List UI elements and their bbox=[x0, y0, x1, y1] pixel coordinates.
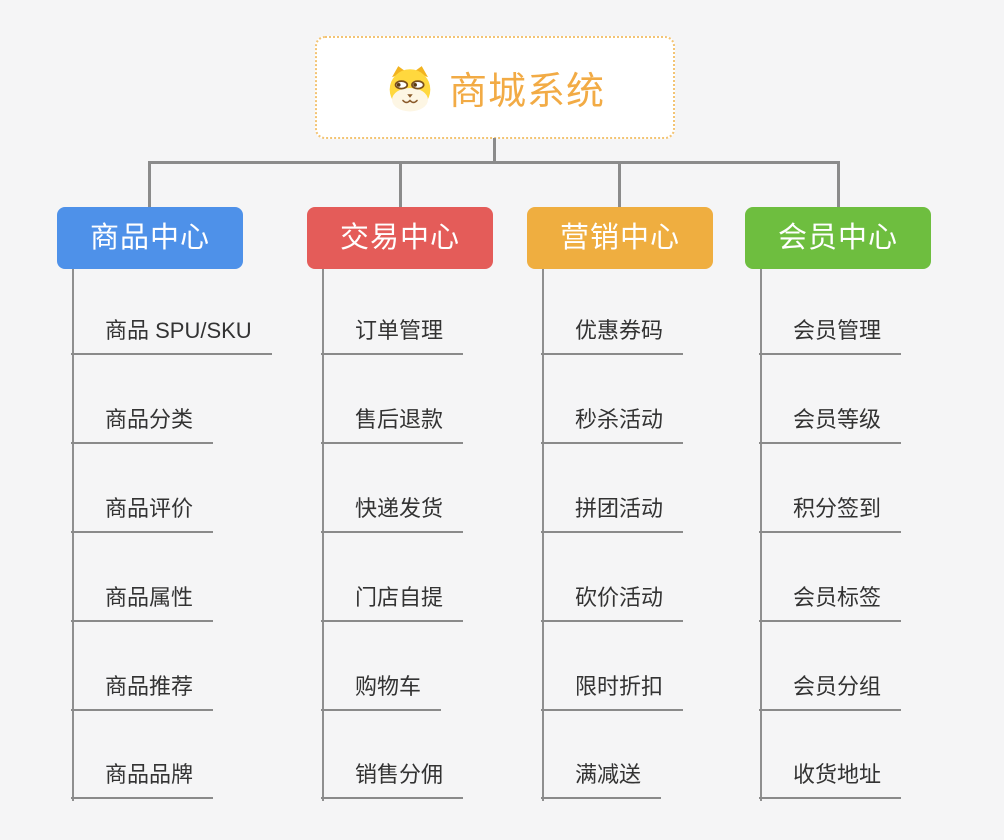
leaf-topic[interactable]: 限时折扣 bbox=[541, 673, 684, 711]
leaf-topic[interactable]: 收货地址 bbox=[759, 761, 902, 799]
connector-trunk-marketing bbox=[542, 269, 544, 801]
connector-drop-products bbox=[148, 161, 151, 208]
leaf-topic[interactable]: 优惠券码 bbox=[541, 317, 684, 355]
connector-trunk-products bbox=[72, 269, 74, 801]
branch-topic-products[interactable]: 商品中心 bbox=[57, 207, 243, 269]
leaf-topic[interactable]: 商品评价 bbox=[71, 495, 214, 533]
leaf-topic[interactable]: 商品属性 bbox=[71, 584, 214, 622]
branch-topic-marketing[interactable]: 营销中心 bbox=[527, 207, 713, 269]
root-topic-label: 商城系统 bbox=[448, 71, 605, 113]
leaf-topic[interactable]: 销售分佣 bbox=[321, 761, 464, 799]
leaf-topic[interactable]: 门店自提 bbox=[321, 584, 464, 622]
leaf-topic[interactable]: 会员分组 bbox=[759, 673, 902, 711]
leaf-topic[interactable]: 会员标签 bbox=[759, 584, 902, 622]
leaf-topic[interactable]: 购物车 bbox=[321, 673, 442, 711]
connector-drop-trade bbox=[399, 161, 402, 208]
connector-drop-members bbox=[837, 161, 840, 208]
leaf-topic[interactable]: 满减送 bbox=[541, 761, 662, 799]
leaf-topic[interactable]: 砍价活动 bbox=[541, 584, 684, 622]
connector-trunk-trade bbox=[322, 269, 324, 801]
leaf-topic[interactable]: 商品分类 bbox=[71, 406, 214, 444]
leaf-topic[interactable]: 积分签到 bbox=[759, 495, 902, 533]
leaf-topic[interactable]: 会员管理 bbox=[759, 317, 902, 355]
leaf-topic[interactable]: 商品推荐 bbox=[71, 673, 214, 711]
leaf-topic[interactable]: 秒杀活动 bbox=[541, 406, 684, 444]
leaf-topic[interactable]: 快递发货 bbox=[321, 495, 464, 533]
leaf-topic[interactable]: 商品 SPU/SKU bbox=[71, 317, 272, 355]
leaf-topic[interactable]: 会员等级 bbox=[759, 406, 902, 444]
dog-face-icon bbox=[385, 64, 435, 112]
branch-topic-trade[interactable]: 交易中心 bbox=[307, 207, 493, 269]
leaf-topic[interactable]: 售后退款 bbox=[321, 406, 464, 444]
leaf-topic[interactable]: 商品品牌 bbox=[71, 761, 214, 799]
connector-horizontal bbox=[148, 161, 840, 164]
connector-drop-marketing bbox=[618, 161, 621, 208]
leaf-topic[interactable]: 订单管理 bbox=[321, 317, 464, 355]
leaf-topic[interactable]: 拼团活动 bbox=[541, 495, 684, 533]
connector-trunk-members bbox=[760, 269, 762, 801]
root-topic[interactable]: 商城系统 bbox=[315, 36, 675, 139]
connector-root-drop bbox=[493, 138, 496, 162]
branch-topic-members[interactable]: 会员中心 bbox=[745, 207, 931, 269]
